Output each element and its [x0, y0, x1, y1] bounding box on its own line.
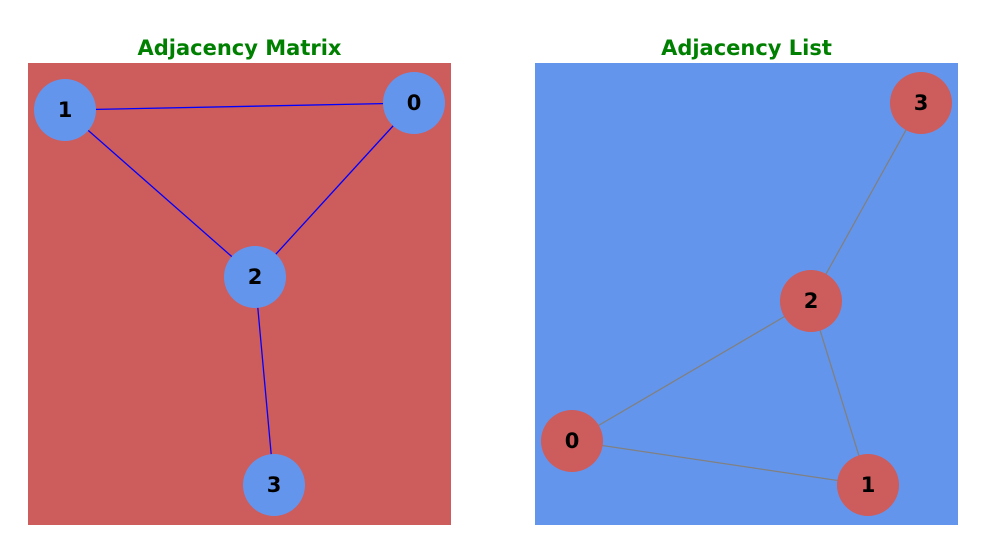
matrix-edge-1-2	[64, 109, 256, 278]
list-node-circle-3	[890, 72, 952, 134]
list-node-0: 0	[541, 410, 603, 472]
matrix-node-circle-0	[383, 72, 445, 134]
list-node-circle-2	[780, 270, 842, 332]
matrix-node-label-3: 3	[267, 473, 282, 497]
matrix-node-label-2: 2	[248, 265, 263, 289]
matrix-node-2: 2	[224, 246, 286, 308]
list-node-label-1: 1	[861, 473, 876, 497]
list-edge-2-0	[571, 300, 812, 442]
list-edge-2-1	[810, 300, 869, 486]
list-node-label-2: 2	[804, 289, 819, 313]
matrix-edge-0-2	[254, 102, 415, 278]
list-node-circle-1	[837, 454, 899, 516]
matrix-edge-1-0	[64, 102, 415, 111]
matrix-node-circle-1	[34, 79, 96, 141]
adjacency-matrix-graph: 0 1 2 3	[28, 63, 451, 525]
list-node-label-3: 3	[914, 91, 929, 115]
matrix-panel-title: Adjacency Matrix	[137, 36, 342, 60]
list-node-2: 2	[780, 270, 842, 332]
list-node-3: 3	[890, 72, 952, 134]
matrix-node-label-0: 0	[407, 91, 422, 115]
adjacency-list-graph: 0 1 2 3	[535, 63, 958, 525]
list-edge-0-1	[571, 440, 869, 486]
matrix-node-circle-3	[243, 454, 305, 516]
list-node-circle-0	[541, 410, 603, 472]
matrix-node-label-1: 1	[58, 98, 73, 122]
matrix-node-1: 1	[34, 79, 96, 141]
list-panel-background	[535, 63, 958, 525]
list-edge-3-2	[810, 102, 922, 302]
list-node-label-0: 0	[565, 429, 580, 453]
matrix-node-0: 0	[383, 72, 445, 134]
matrix-node-3: 3	[243, 454, 305, 516]
matrix-edge-2-3	[254, 276, 275, 486]
list-panel-title: Adjacency List	[661, 36, 832, 60]
list-node-1: 1	[837, 454, 899, 516]
matrix-node-circle-2	[224, 246, 286, 308]
